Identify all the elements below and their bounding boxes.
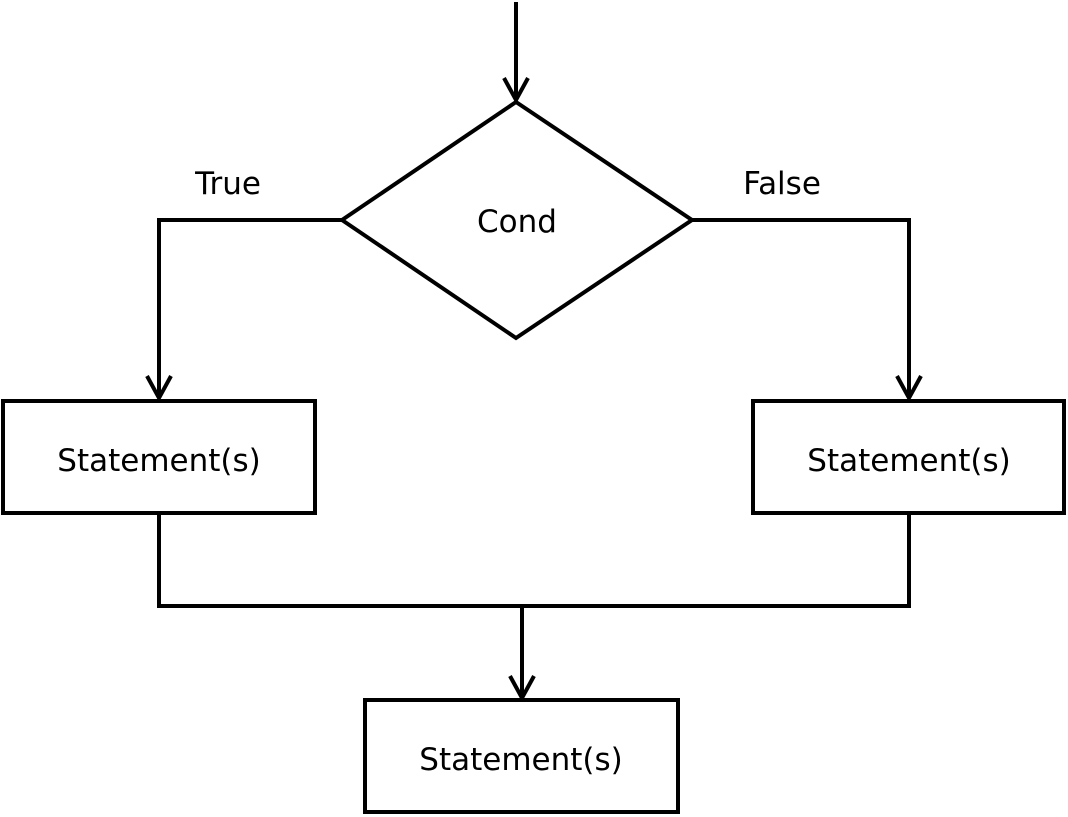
false-branch-label: False <box>743 166 821 202</box>
left-statement-label: Statement(s) <box>57 443 260 479</box>
merge-connector <box>157 513 911 608</box>
false-branch-arrowhead <box>895 375 923 403</box>
right-statement-label: Statement(s) <box>807 443 1010 479</box>
bottom-statement-label: Statement(s) <box>419 742 622 778</box>
false-branch-connector <box>692 218 911 396</box>
decision-label: Cond <box>477 204 557 240</box>
right-statement-box <box>751 399 1066 515</box>
true-branch-connector <box>157 218 342 396</box>
bottom-statement-box <box>363 698 680 814</box>
decision-diamond <box>338 99 696 341</box>
true-branch-label: True <box>194 166 261 202</box>
true-branch-arrowhead <box>145 375 173 403</box>
